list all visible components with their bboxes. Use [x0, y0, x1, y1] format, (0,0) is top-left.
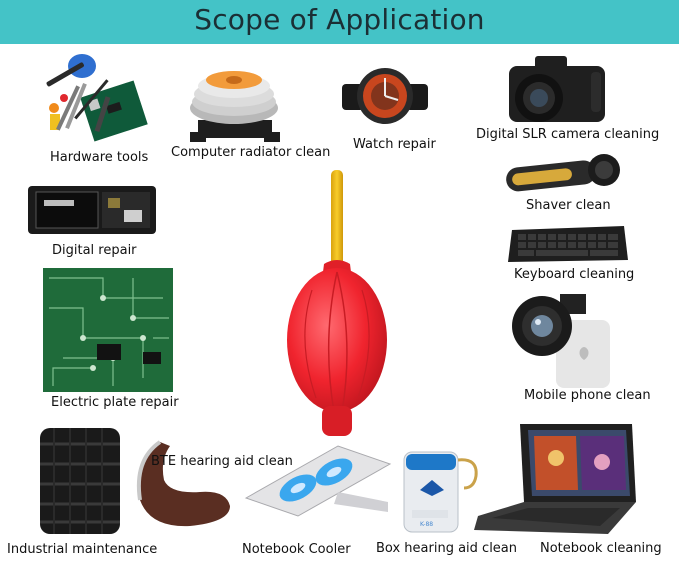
circuit-board-image: [43, 268, 173, 392]
bte-hearing-aid-image: [130, 440, 236, 532]
watch-image: [340, 58, 430, 138]
computer-radiator-image: [178, 64, 290, 144]
hardware-tools-image: [30, 46, 150, 146]
notebook-cooler-label: Notebook Cooler: [242, 542, 351, 557]
notebook-cooler-image: [238, 442, 394, 520]
watch-repair-label: Watch repair: [353, 137, 436, 152]
hardware-tools-label: Hardware tools: [50, 150, 149, 165]
notebook-cleaning-label: Notebook cleaning: [540, 541, 662, 556]
svg-text:K-88: K-88: [420, 521, 433, 528]
mobile-phone-label: Mobile phone clean: [524, 388, 651, 403]
title-banner: Scope of Application: [0, 0, 679, 44]
industrial-maintenance-label: Industrial maintenance: [7, 542, 158, 557]
mobile-phone-image: [510, 290, 610, 390]
air-blower-image: [282, 168, 390, 440]
electric-plate-label: Electric plate repair: [51, 395, 179, 410]
industrial-gear-image: [34, 424, 126, 538]
keyboard-cleaning-label: Keyboard cleaning: [514, 267, 635, 282]
box-hearing-aid-image: K-88: [394, 448, 484, 534]
bte-hearing-label: BTE hearing aid clean: [151, 454, 293, 469]
notebook-laptop-image: [472, 418, 638, 536]
keyboard-image: [506, 220, 630, 266]
box-hearing-label: Box hearing aid clean: [376, 541, 518, 556]
computer-radiator-label: Computer radiator clean: [171, 145, 331, 160]
digital-repair-image: [24, 182, 160, 238]
digital-repair-label: Digital repair: [52, 243, 137, 258]
shaver-clean-label: Shaver clean: [526, 198, 611, 213]
dslr-cleaning-label: Digital SLR camera cleaning: [476, 127, 660, 142]
page-title: Scope of Application: [194, 3, 485, 36]
shaver-image: [500, 150, 628, 196]
dslr-camera-image: [495, 50, 615, 126]
